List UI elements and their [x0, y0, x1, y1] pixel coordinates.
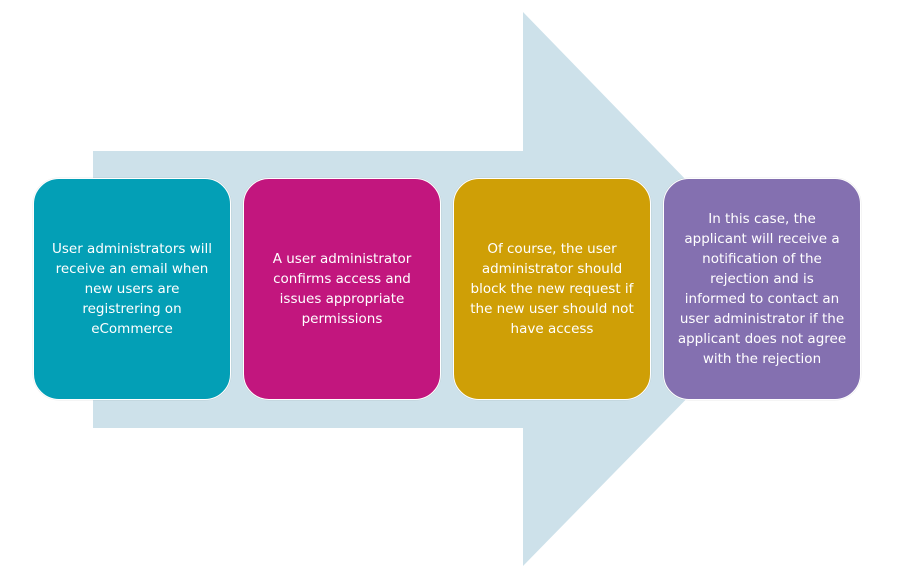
step-box-2: A user administrator confirms access and… — [243, 178, 441, 400]
step-box-1: User administrators will receive an emai… — [33, 178, 231, 400]
step-box-3: Of course, the user administrator should… — [453, 178, 651, 400]
process-arrow-shape — [93, 12, 793, 566]
step-3-text: Of course, the user administrator should… — [470, 241, 634, 337]
step-box-4: In this case, the applicant will receive… — [663, 178, 861, 400]
step-1-text: User administrators will receive an emai… — [52, 241, 212, 337]
step-2-text: A user administrator confirms access and… — [272, 251, 412, 327]
step-4-text: In this case, the applicant will receive… — [677, 211, 847, 367]
